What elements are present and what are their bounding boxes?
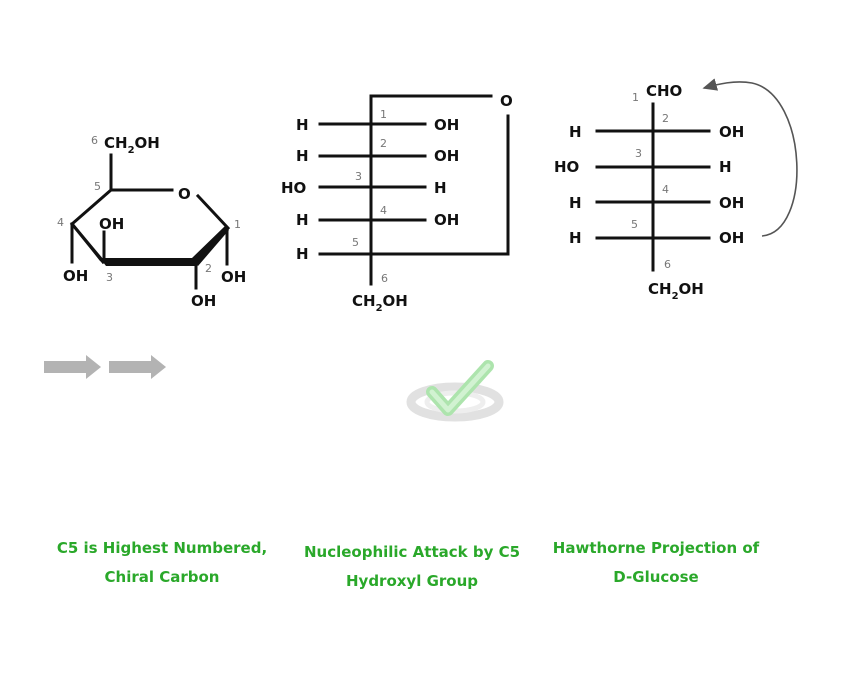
- open-right-2: OH: [719, 123, 744, 141]
- oh-label-c1: OH: [221, 268, 246, 286]
- cyclic-num-1: 1: [380, 108, 387, 121]
- cyclic-num-2: 2: [380, 137, 387, 150]
- open-num-6: 6: [664, 258, 671, 271]
- cyclic-left-4: H: [296, 211, 309, 229]
- caption-line: D-Glucose: [613, 568, 699, 586]
- ch2oh-label: CH2OH: [104, 134, 160, 156]
- cyclic-left-1: H: [296, 116, 309, 134]
- carbon-number-5: 5: [94, 180, 101, 193]
- cyclic-left-2: H: [296, 147, 309, 165]
- right-arrow-icon: [109, 355, 166, 379]
- cyclic-right-3: H: [434, 179, 447, 197]
- o-c1-bond: [195, 193, 231, 231]
- open-left-4: H: [569, 194, 582, 212]
- ring-oxygen-label: O: [178, 185, 191, 203]
- c2-c1-wedge-bond: [192, 226, 229, 266]
- carbon-number-4: 4: [57, 216, 64, 229]
- open-left-3: HO: [554, 158, 579, 176]
- cyclic-num-4: 4: [380, 204, 387, 217]
- oh-label-c3: OH: [99, 215, 124, 233]
- right-arrow-icon: [44, 355, 101, 379]
- open-num-1: 1: [632, 91, 639, 104]
- open-num-4: 4: [662, 183, 669, 196]
- open-chain-fischer-projection: 1 CHO H OH 2 HO H 3 H OH 4 H OH 5 6 CH2O…: [554, 78, 798, 302]
- caption-line: Chiral Carbon: [104, 568, 220, 586]
- curved-arrow-icon: [702, 78, 798, 237]
- cho-label: CHO: [646, 82, 682, 100]
- open-right-5: OH: [719, 229, 744, 247]
- c4-c3-wedge-bond: [71, 224, 109, 266]
- oh-label-c2: OH: [191, 292, 216, 310]
- open-right-3: H: [719, 158, 732, 176]
- cyclic-left-3: HO: [281, 179, 306, 197]
- cyclic-right-4: OH: [434, 211, 459, 229]
- caption-nucleophilic-attack: Nucleophilic Attack by C5 Hydroxyl Group: [292, 538, 532, 596]
- cyclic-ch2oh-label: CH2OH: [352, 292, 408, 314]
- carbon-number-1: 1: [234, 218, 241, 231]
- check-refresh-icon: [406, 360, 504, 422]
- cyclic-fischer-projection: O H OH 1 H OH 2 HO H 3 H OH 4 H 5 6 CH2O…: [281, 92, 513, 314]
- caption-chiral-carbon: C5 is Highest Numbered, Chiral Carbon: [40, 534, 284, 592]
- open-num-2: 2: [662, 112, 669, 125]
- open-right-4: OH: [719, 194, 744, 212]
- c3-c2-wedge-bond: [100, 258, 196, 266]
- caption-line: Hydroxyl Group: [345, 572, 479, 590]
- cyclic-num-6: 6: [381, 272, 388, 285]
- cyclic-left-5: H: [296, 245, 309, 263]
- cyclic-right-2: OH: [434, 147, 459, 165]
- oh-label-c4: OH: [63, 267, 88, 285]
- open-num-5: 5: [631, 218, 638, 231]
- carbon-number-3: 3: [106, 271, 113, 284]
- cyclic-right-1: OH: [434, 116, 459, 134]
- carbon-number-2: 2: [205, 262, 212, 275]
- cyclic-num-3: 3: [355, 170, 362, 183]
- open-left-2: H: [569, 123, 582, 141]
- c5-c4-bond: [69, 187, 114, 227]
- caption-hawthorne-projection: Hawthorne Projection of D-Glucose: [536, 534, 776, 592]
- step-arrows: [44, 355, 166, 379]
- caption-line: Hawthorne Projection of: [552, 539, 760, 557]
- open-left-5: H: [569, 229, 582, 247]
- open-ch2oh-label: CH2OH: [648, 280, 704, 302]
- cyclic-ring-oxygen: O: [500, 92, 513, 110]
- open-num-3: 3: [635, 147, 642, 160]
- cyclic-num-5: 5: [352, 236, 359, 249]
- carbon-number-6: 6: [91, 134, 98, 147]
- caption-line: C5 is Highest Numbered,: [56, 539, 268, 557]
- pyranose-ring-structure: 6 CH2OH 5 O 1 4 OH OH 3 2 OH OH: [57, 134, 246, 310]
- caption-line: Nucleophilic Attack by C5: [303, 543, 521, 561]
